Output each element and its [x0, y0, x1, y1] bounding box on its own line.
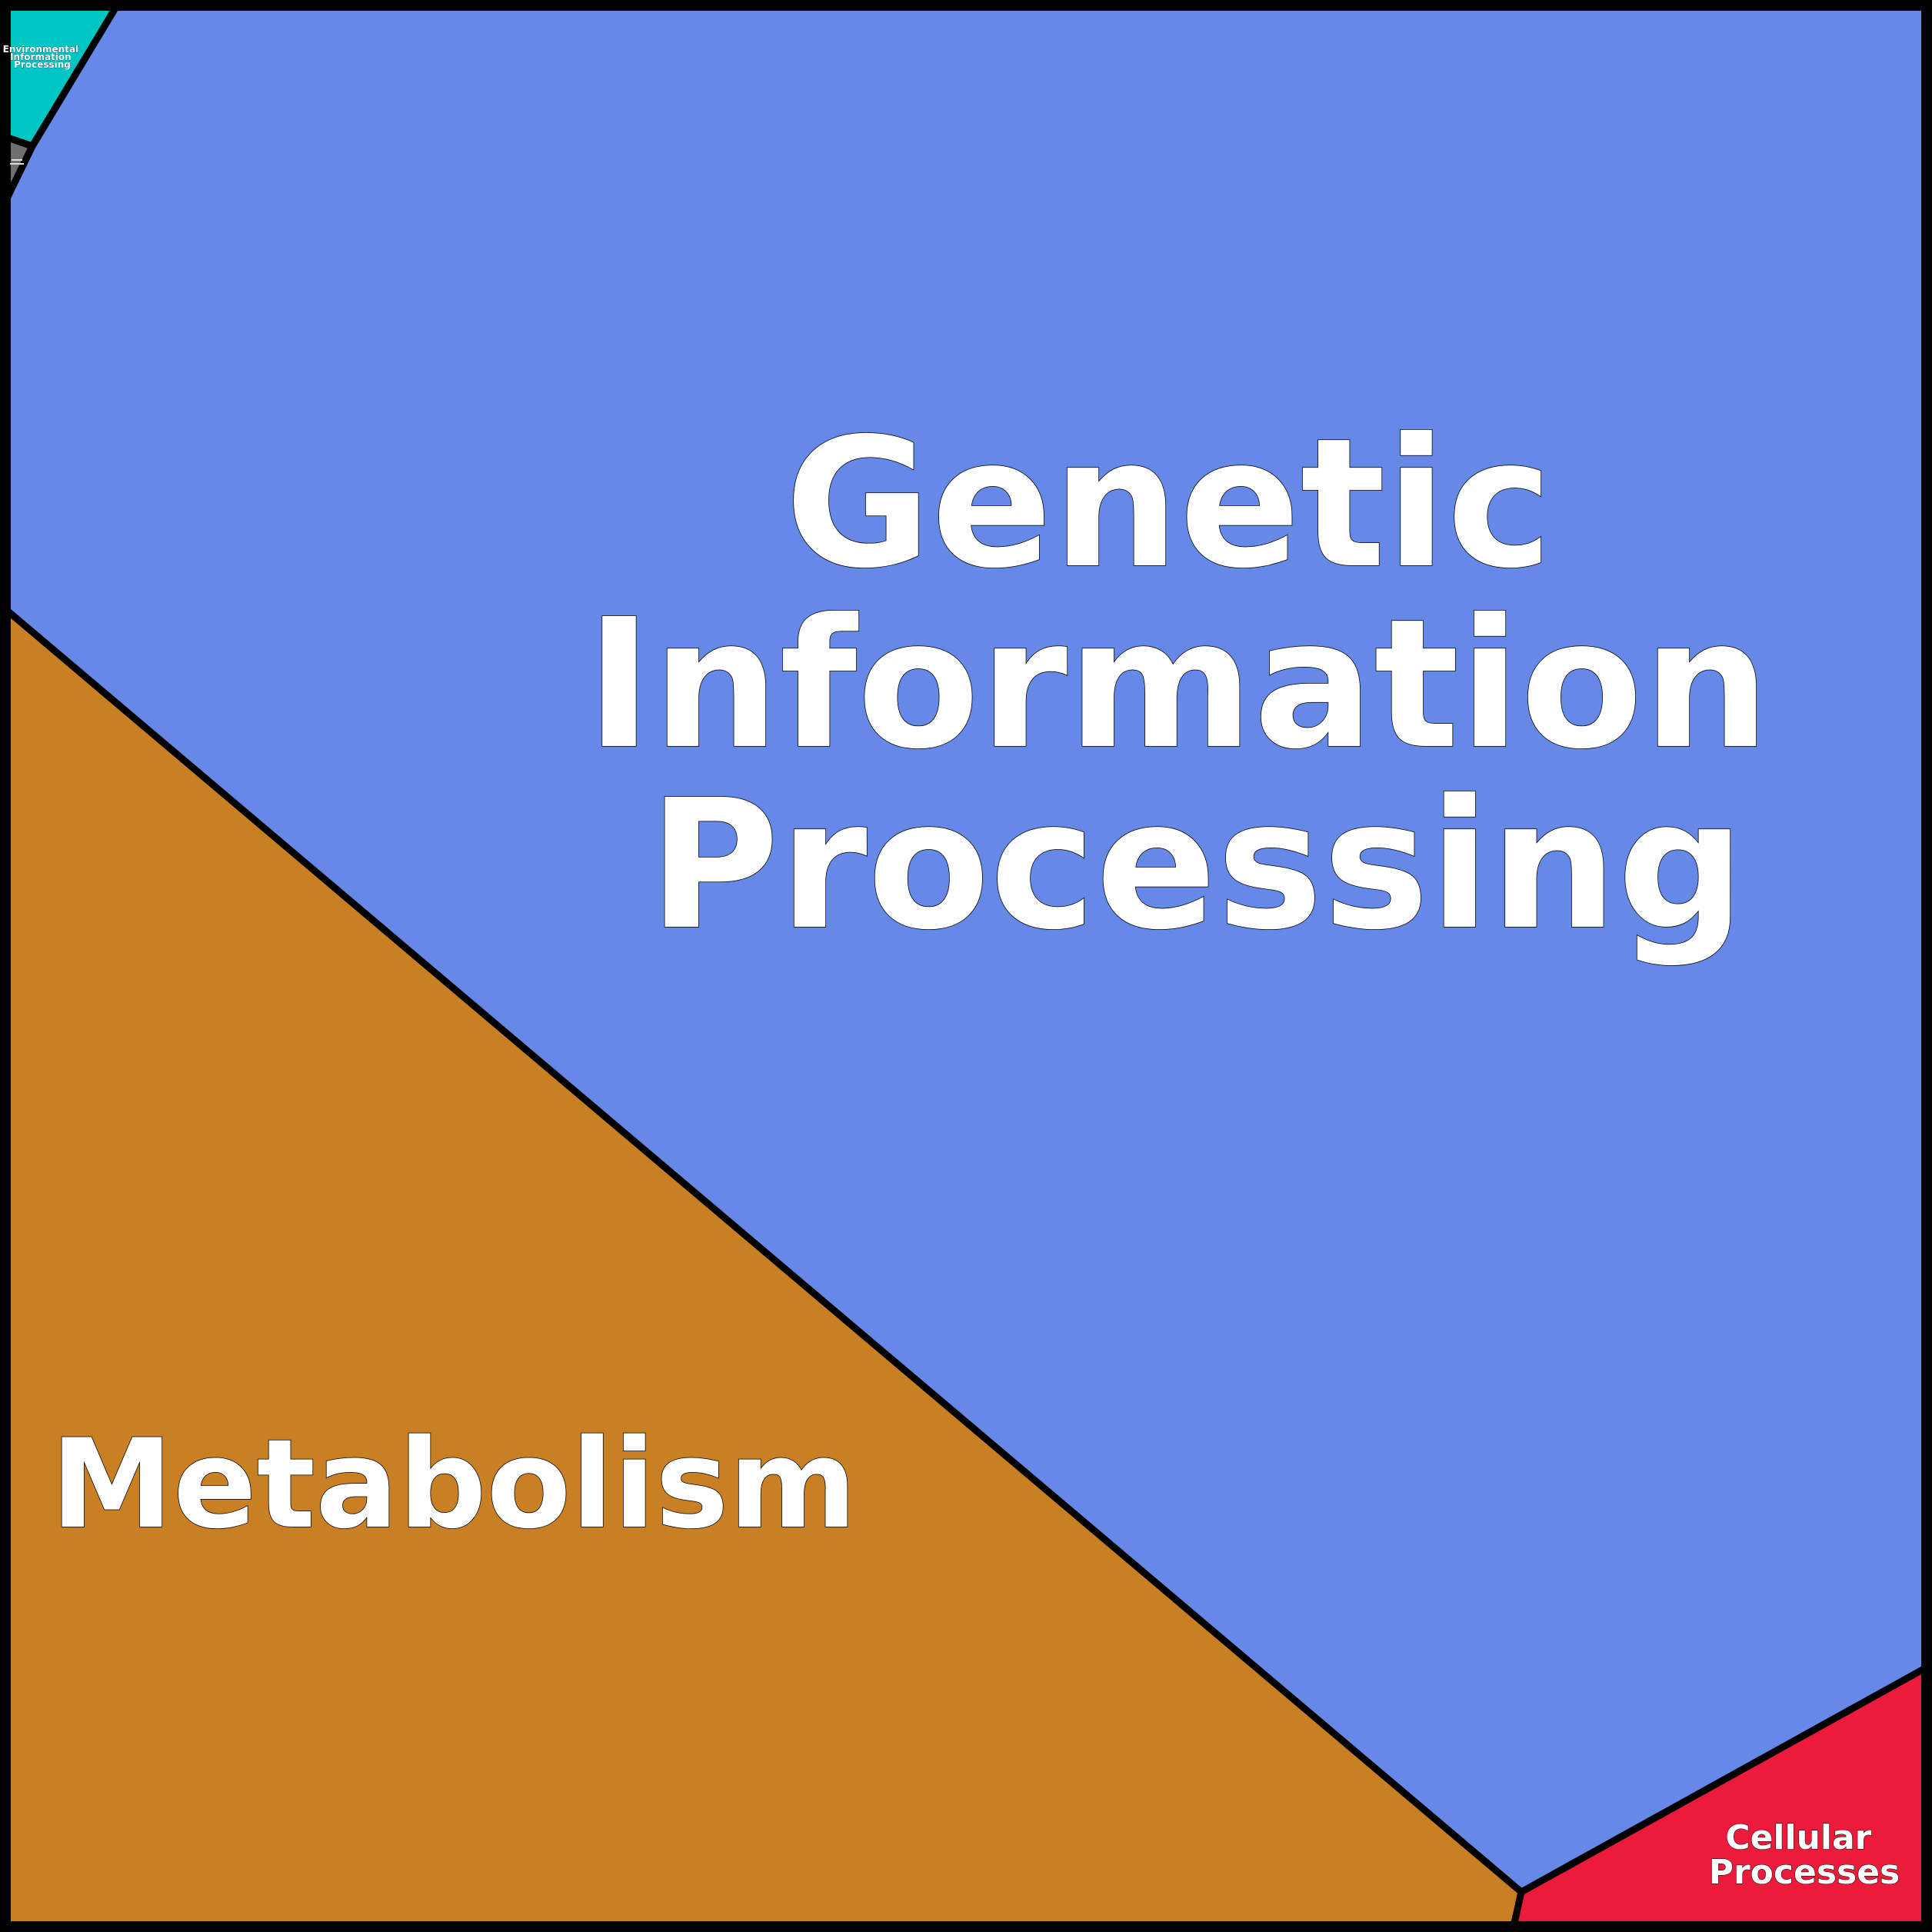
- label-genetic-information-processing: Genetic Information Processing: [586, 400, 1832, 969]
- label-cellular-processes: Cellular Processes: [1709, 1818, 1900, 1892]
- label-other-mark-2: [10, 163, 24, 165]
- label-environmental-line-1: Environmental: [3, 44, 79, 55]
- label-environmental-line-2: Information: [10, 52, 72, 62]
- label-cellular-line-2: Processes: [1709, 1853, 1900, 1892]
- label-other-marks: [10, 159, 24, 165]
- label-cellular-line-1: Cellular: [1725, 1818, 1871, 1857]
- label-metabolism-line-1: Metabolism: [51, 1412, 857, 1556]
- label-genetic-line-1: Genetic: [784, 400, 1552, 608]
- label-environmental-information-processing: Environmental Information Processing: [3, 44, 82, 70]
- label-environmental-line-3: Processing: [14, 59, 71, 70]
- label-genetic-line-2: Information: [586, 581, 1770, 788]
- label-metabolism: Metabolism: [51, 1412, 857, 1556]
- label-genetic-line-3: Processing: [648, 761, 1745, 969]
- label-other-mark-1: [12, 159, 22, 161]
